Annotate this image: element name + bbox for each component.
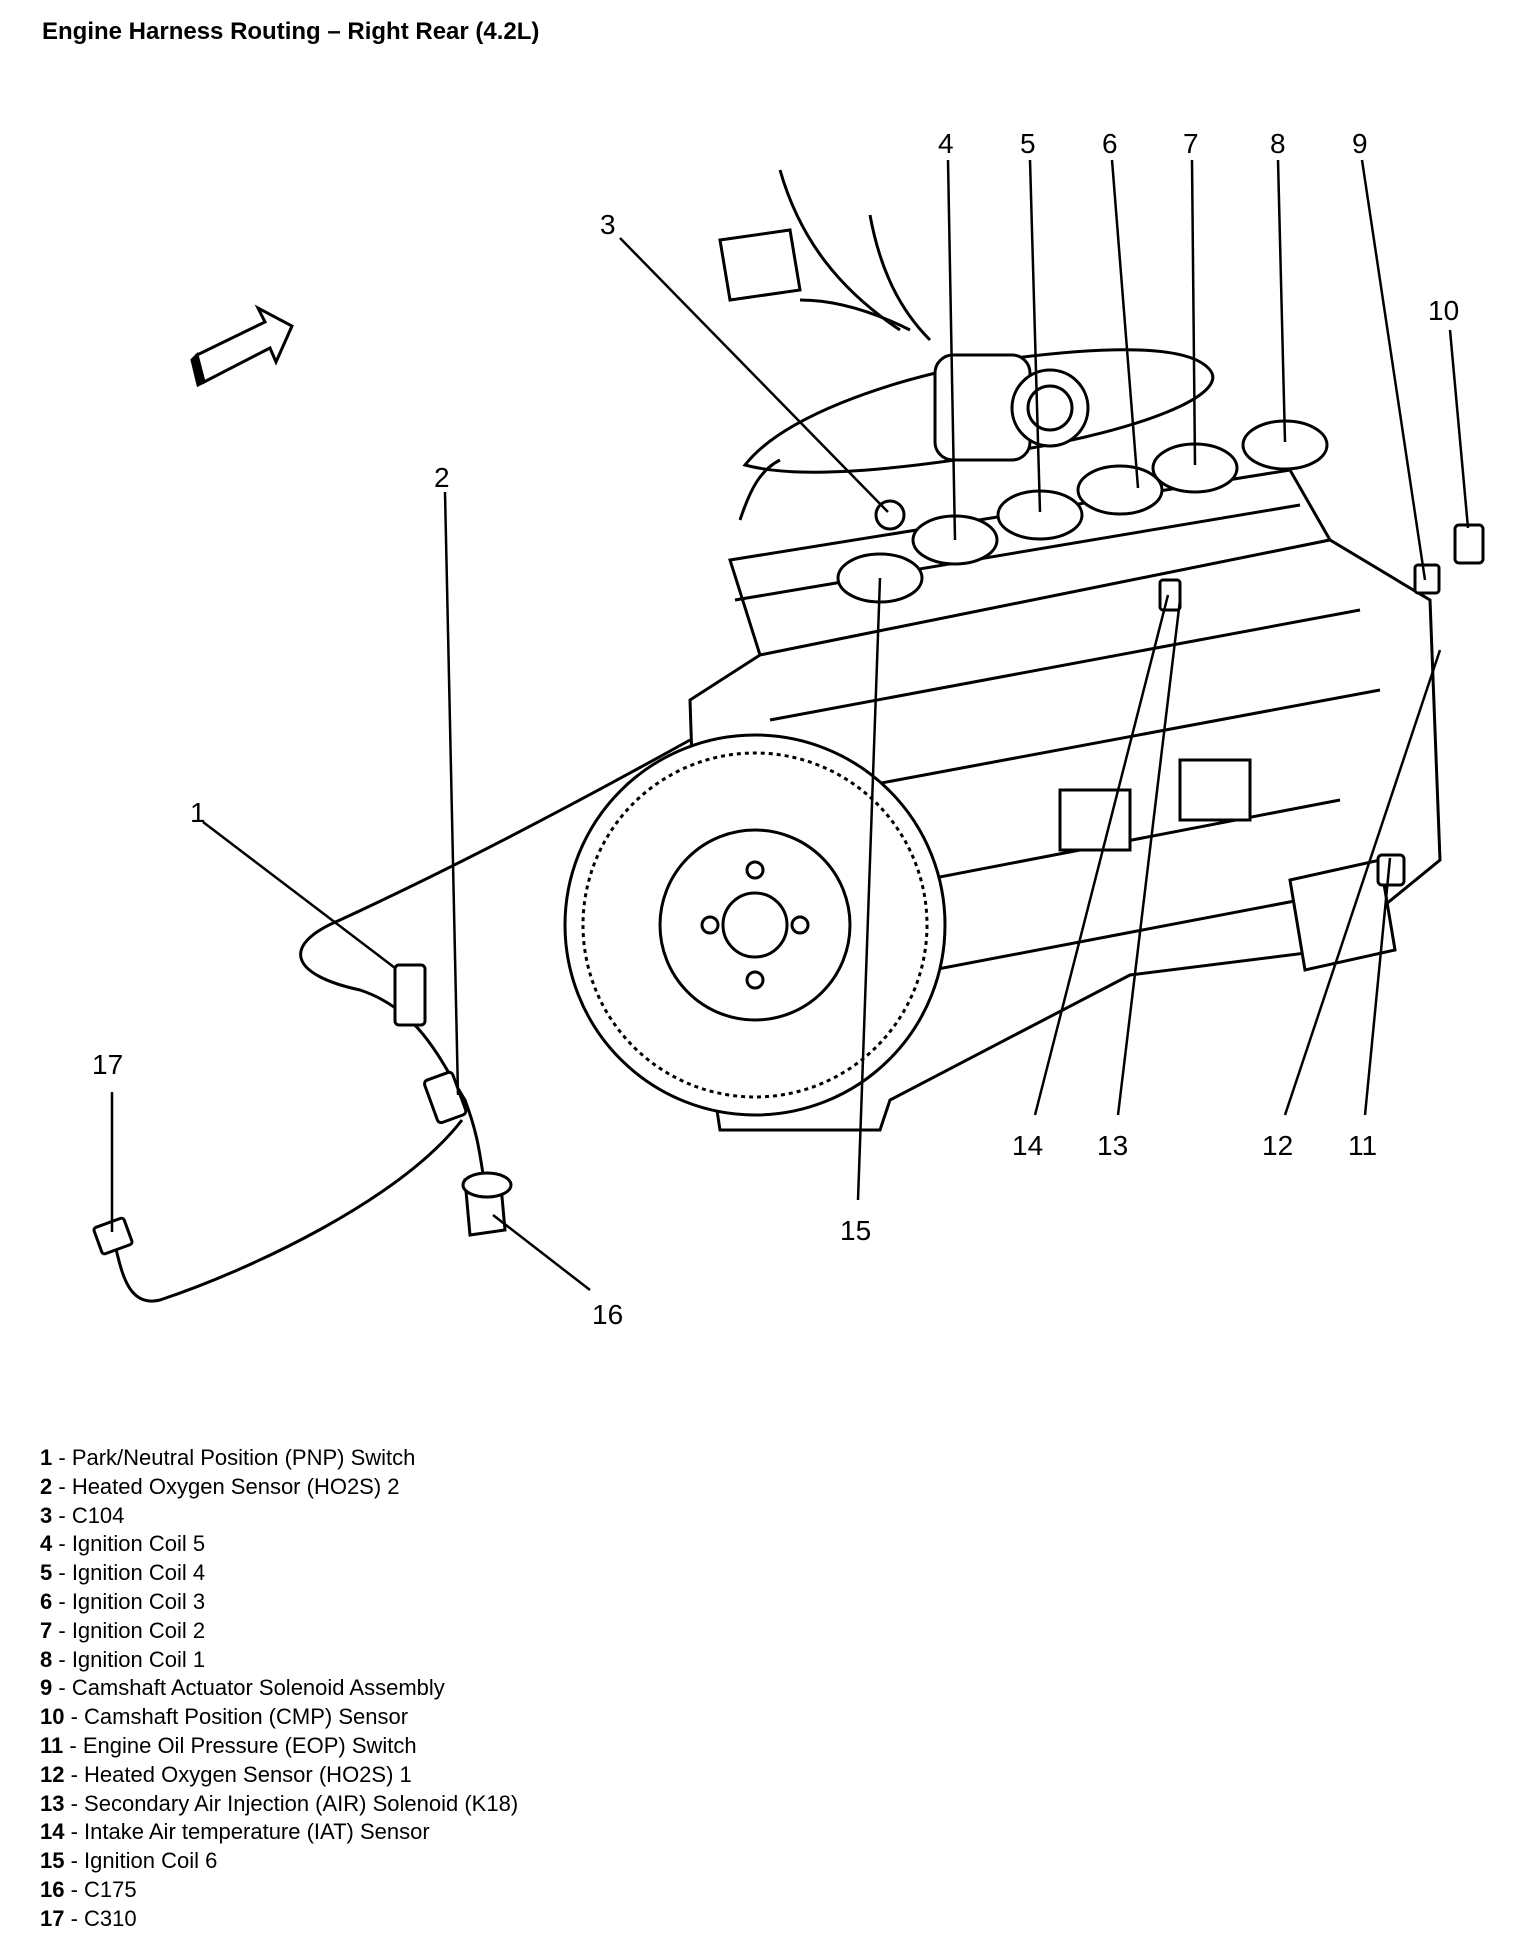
callout-16: 16	[592, 1299, 623, 1330]
legend-item: 8 - Ignition Coil 1	[40, 1646, 206, 1672]
legend-number: 9	[40, 1675, 53, 1701]
legend-description: Ignition Coil 6	[84, 1848, 218, 1874]
legend-description: Ignition Coil 4	[71, 1560, 206, 1586]
legend-number: 7	[40, 1617, 53, 1643]
legend-description: Heated Oxygen Sensor (HO2S) 2	[71, 1473, 400, 1499]
legend-item: 1 - Park/Neutral Position (PNP) Switch	[40, 1445, 416, 1470]
callout-13: 13	[1097, 1130, 1128, 1161]
legend-number: 5	[40, 1560, 53, 1586]
legend-number: 10	[40, 1704, 65, 1730]
legend-description: Intake Air temperature (IAT) Sensor	[84, 1819, 430, 1845]
legend-description: Camshaft Position (CMP) Sensor	[84, 1704, 409, 1730]
legend-number: 15	[40, 1848, 65, 1874]
pnp-switch-connector	[393, 963, 427, 1027]
page-title: Engine Harness Routing – Right Rear (4.2…	[42, 18, 540, 45]
camshaft-solenoid	[1413, 563, 1441, 595]
legend-number: 14	[40, 1819, 65, 1845]
legend-description: Camshaft Actuator Solenoid Assembly	[71, 1675, 445, 1701]
legend-description: Heated Oxygen Sensor (HO2S) 1	[84, 1761, 412, 1787]
legend-item: 15 - Ignition Coil 6	[40, 1848, 218, 1874]
cmp-sensor	[1453, 523, 1485, 565]
direction-arrow-icon	[190, 304, 294, 388]
legend-number: 16	[40, 1876, 65, 1902]
legend-number: 17	[40, 1905, 65, 1931]
legend-number: 12	[40, 1761, 65, 1787]
callout-5: 5	[1020, 128, 1036, 159]
callout-1: 1	[190, 797, 206, 828]
callout-15: 15	[840, 1215, 871, 1246]
legend-number: 6	[40, 1588, 53, 1614]
legend-description: Ignition Coil 3	[71, 1588, 206, 1614]
legend-item: 11 - Engine Oil Pressure (EOP) Switch	[40, 1732, 417, 1758]
legend-description: C310	[84, 1905, 137, 1931]
legend-item: 9 - Camshaft Actuator Solenoid Assembly	[40, 1675, 445, 1701]
legend-item: 2 - Heated Oxygen Sensor (HO2S) 2	[40, 1473, 400, 1499]
callout-numbers: 1 2 3 4 5 6 7 8 9 10 11 12 13 14 15 16 1…	[92, 128, 1459, 1330]
callout-12: 12	[1262, 1130, 1293, 1161]
component-legend: 1 - Park/Neutral Position (PNP) Switch 2…	[40, 1444, 518, 1934]
iat-sensor	[1158, 578, 1182, 612]
engine-harness-diagram: 1 2 3 4 5 6 7 8 9 10 11 12 13 14 15 16 1…	[92, 128, 1485, 1330]
legend-item: 16 - C175	[40, 1876, 137, 1902]
legend-description: Secondary Air Injection (AIR) Solenoid (…	[84, 1790, 519, 1816]
legend-number: 8	[40, 1646, 53, 1672]
legend-item: 17 - C310	[40, 1905, 137, 1931]
engine-block	[563, 348, 1442, 1132]
legend-description: C175	[84, 1876, 137, 1902]
callout-11: 11	[1348, 1130, 1377, 1161]
callout-7: 7	[1183, 128, 1199, 159]
legend-item: 3 - C104	[40, 1502, 125, 1528]
callout-14: 14	[1012, 1130, 1043, 1161]
legend-item: 10 - Camshaft Position (CMP) Sensor	[40, 1704, 409, 1730]
c104-harness-connector	[718, 228, 802, 302]
callout-3: 3	[600, 209, 616, 240]
legend-description: Ignition Coil 1	[71, 1646, 206, 1672]
legend-description: Ignition Coil 5	[71, 1531, 206, 1557]
leader-lines	[110, 159, 1470, 1291]
eop-switch	[1376, 853, 1406, 887]
wiring-harness	[108, 169, 932, 1303]
legend-item: 6 - Ignition Coil 3	[40, 1588, 206, 1614]
callout-4: 4	[938, 128, 954, 159]
callout-8: 8	[1270, 128, 1286, 159]
legend-number: 3	[40, 1502, 53, 1528]
callout-6: 6	[1102, 128, 1118, 159]
legend-description: Engine Oil Pressure (EOP) Switch	[82, 1732, 417, 1758]
legend-description: C104	[71, 1502, 125, 1528]
legend-number: 2	[40, 1473, 53, 1499]
legend-item: 5 - Ignition Coil 4	[40, 1560, 206, 1586]
callout-9: 9	[1352, 128, 1368, 159]
legend-number: 4	[40, 1531, 53, 1557]
legend-item: 13 - Secondary Air Injection (AIR) Solen…	[40, 1790, 519, 1816]
legend-item: 14 - Intake Air temperature (IAT) Sensor	[40, 1819, 430, 1845]
legend-number: 11	[40, 1732, 64, 1758]
callout-10: 10	[1428, 295, 1459, 326]
legend-number: 13	[40, 1790, 65, 1816]
callout-2: 2	[434, 462, 450, 493]
legend-number: 1	[40, 1445, 53, 1470]
legend-item: 4 - Ignition Coil 5	[40, 1531, 206, 1557]
c310-connector	[92, 1216, 134, 1256]
ho2s-2-connector	[423, 1070, 468, 1125]
legend-description: Park/Neutral Position (PNP) Switch	[71, 1445, 416, 1470]
legend-description: Ignition Coil 2	[71, 1617, 206, 1643]
callout-17: 17	[92, 1049, 123, 1080]
legend-item: 7 - Ignition Coil 2	[40, 1617, 206, 1643]
legend-item: 12 - Heated Oxygen Sensor (HO2S) 1	[40, 1761, 412, 1787]
components	[92, 228, 1485, 1256]
